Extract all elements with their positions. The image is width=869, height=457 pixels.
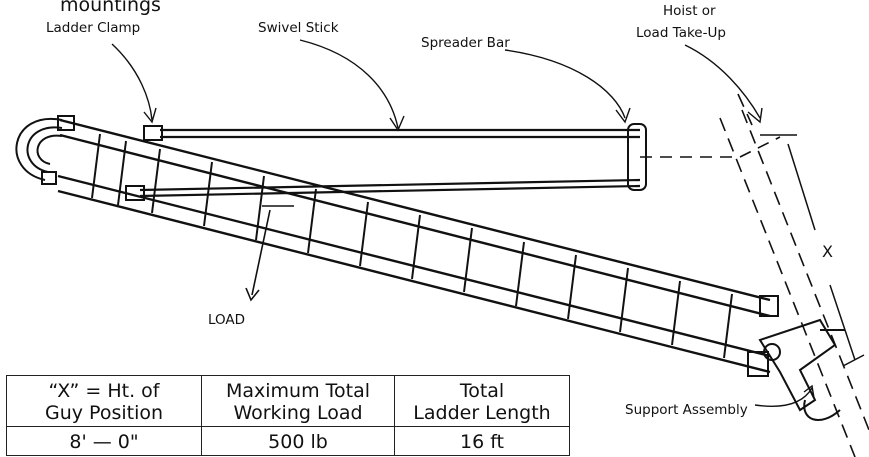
leader-lines xyxy=(111,39,815,407)
mountings-label: mountings xyxy=(60,0,161,16)
specification-table: “X” = Ht. of Guy Position Maximum Total … xyxy=(6,375,570,456)
swivel-sticks xyxy=(139,128,641,198)
load-label: LOAD xyxy=(208,312,246,328)
x-dimension xyxy=(760,134,865,367)
support-assembly-shape xyxy=(758,318,845,421)
header-working-load: Maximum Total Working Load xyxy=(201,375,395,427)
support-assembly-label: Support Assembly xyxy=(625,402,748,418)
hoist-label-line1: Hoist or xyxy=(663,3,716,19)
table-header-row: “X” = Ht. of Guy Position Maximum Total … xyxy=(6,375,570,427)
hoist-label-line2: Load Take-Up xyxy=(636,25,726,41)
pole-outline xyxy=(719,93,869,457)
header-guy-position: “X” = Ht. of Guy Position xyxy=(6,375,202,427)
cell-working-load: 500 lb xyxy=(201,426,395,456)
ladder-clamps xyxy=(125,125,779,377)
hoist-line xyxy=(640,136,781,158)
cell-ladder-length: 16 ft xyxy=(394,426,570,456)
ladder-clamp-label: Ladder Clamp xyxy=(46,20,141,36)
header-ladder-length: Total Ladder Length xyxy=(394,375,570,427)
load-mark xyxy=(245,205,294,302)
table-row: 8' — 0" 500 lb 16 ft xyxy=(6,426,570,456)
spreader-bar-label: Spreader Bar xyxy=(421,35,510,51)
swivel-stick-label: Swivel Stick xyxy=(258,20,339,36)
ladder-hook xyxy=(15,115,75,185)
cell-guy-position: 8' — 0" xyxy=(6,426,202,456)
x-dimension-label: X xyxy=(822,242,833,261)
spreader-bar xyxy=(627,123,647,191)
